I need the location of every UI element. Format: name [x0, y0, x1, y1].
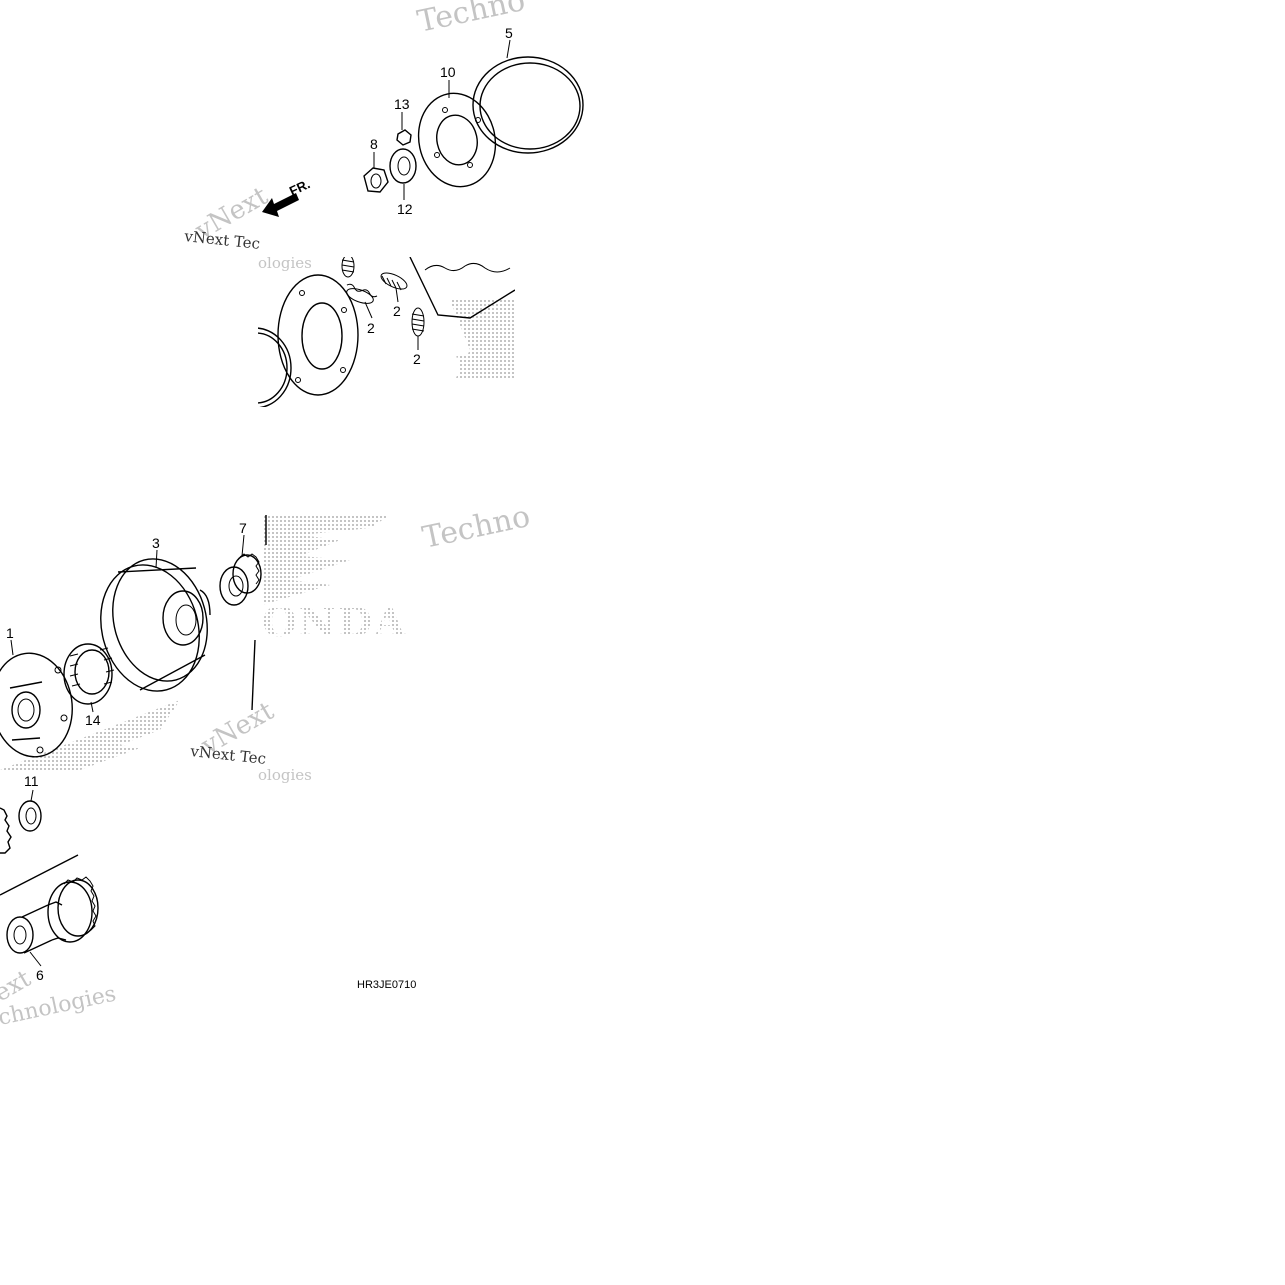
leader-11 [30, 789, 34, 802]
inset-plate-hole [340, 367, 346, 373]
part-5-ring-outer [472, 56, 584, 154]
inset-panel-clutch-weights: 2 2 2 [258, 257, 515, 407]
part-10-plate-hole [436, 114, 478, 166]
callout-10: 10 [440, 64, 456, 80]
inset-plate-outer [277, 274, 359, 396]
leader-5 [506, 39, 511, 59]
direction-label: FR. [287, 176, 312, 198]
part-13-small-nut [396, 129, 412, 146]
callout-2a: 2 [367, 320, 375, 336]
leader-3 [155, 549, 158, 569]
callout-3: 3 [152, 535, 160, 551]
leader-14 [90, 701, 94, 713]
inset-housing-outline [409, 257, 515, 319]
inset-plate-hole [341, 307, 347, 313]
part-6-shaft-gear [6, 876, 99, 954]
callout-14: 14 [85, 712, 101, 728]
callout-7: 7 [239, 520, 247, 536]
arrow-left-icon [262, 193, 299, 217]
panel-divider [251, 639, 256, 711]
brand-text: ONDA [262, 599, 407, 646]
part-10-bolt-hole [442, 107, 448, 113]
callout-8: 8 [370, 136, 378, 152]
callout-12: 12 [397, 201, 413, 217]
inset-ring-outer [258, 327, 292, 407]
inset-plate-inner [301, 302, 343, 370]
spring-2b [380, 272, 408, 291]
callout-1: 1 [6, 625, 14, 641]
callout-6: 6 [36, 967, 44, 983]
spring-2a [346, 283, 378, 304]
inset-ring-inner [258, 332, 288, 404]
brand-wing-shape [262, 515, 390, 605]
leader-6 [29, 951, 42, 967]
callout-2c: 2 [413, 351, 421, 367]
callout-13: 13 [394, 96, 410, 112]
brand-partial-letter: H [455, 349, 487, 389]
brand-watermark: ONDA H [0, 300, 515, 770]
brand-wing-lower [0, 700, 180, 770]
leader-2a [364, 301, 373, 319]
leader-2b [395, 287, 399, 303]
leader-7 [241, 534, 245, 557]
part-8-hex-nut-bore [370, 173, 382, 189]
leader-1 [10, 639, 14, 656]
part-11-washer [18, 800, 42, 832]
part-10-bolt-hole [434, 152, 440, 158]
part-11-washer-hole [25, 807, 37, 825]
part-14-one-way-clutch [63, 643, 115, 705]
partial-gear-left [0, 807, 12, 854]
drawing-code: HR3JE0710 [357, 979, 416, 991]
callout-5: 5 [505, 25, 513, 41]
watermark-ologies-top: ologies [258, 254, 312, 272]
lower-panel: 11 6 HR3JE0710 [0, 773, 416, 991]
front-direction-arrow: FR. [262, 176, 312, 217]
spring-2c [411, 307, 425, 337]
callout-2b: 2 [393, 303, 401, 319]
watermark-ologies-mid: ologies [258, 766, 312, 784]
part-10-bolt-hole [467, 162, 473, 168]
part-10-bolt-hole [475, 117, 481, 123]
brand-wing-upper-inset [450, 300, 515, 380]
part-3-clutch-drum [100, 558, 211, 692]
panel-divider-lower [0, 854, 79, 896]
watermark-vnext-tec-top: vNext Tec [183, 227, 261, 253]
part-1-drive-plate [0, 652, 73, 758]
callout-11: 11 [24, 773, 39, 789]
part-8-hex-nut [363, 167, 389, 193]
part-12-washer-hole [397, 156, 411, 176]
inset-plate-hole [295, 377, 301, 383]
part-7-gear [219, 553, 262, 606]
inset-plate-hole [299, 290, 305, 296]
part-10-plate [417, 92, 497, 188]
watermark-vnext-tec-mid: vNext Tec [189, 742, 267, 768]
inset-housing-detail [424, 262, 511, 273]
part-12-washer [389, 148, 417, 184]
watermark-techno-mid: Techno [419, 499, 533, 556]
spring-2-partial [341, 257, 355, 278]
